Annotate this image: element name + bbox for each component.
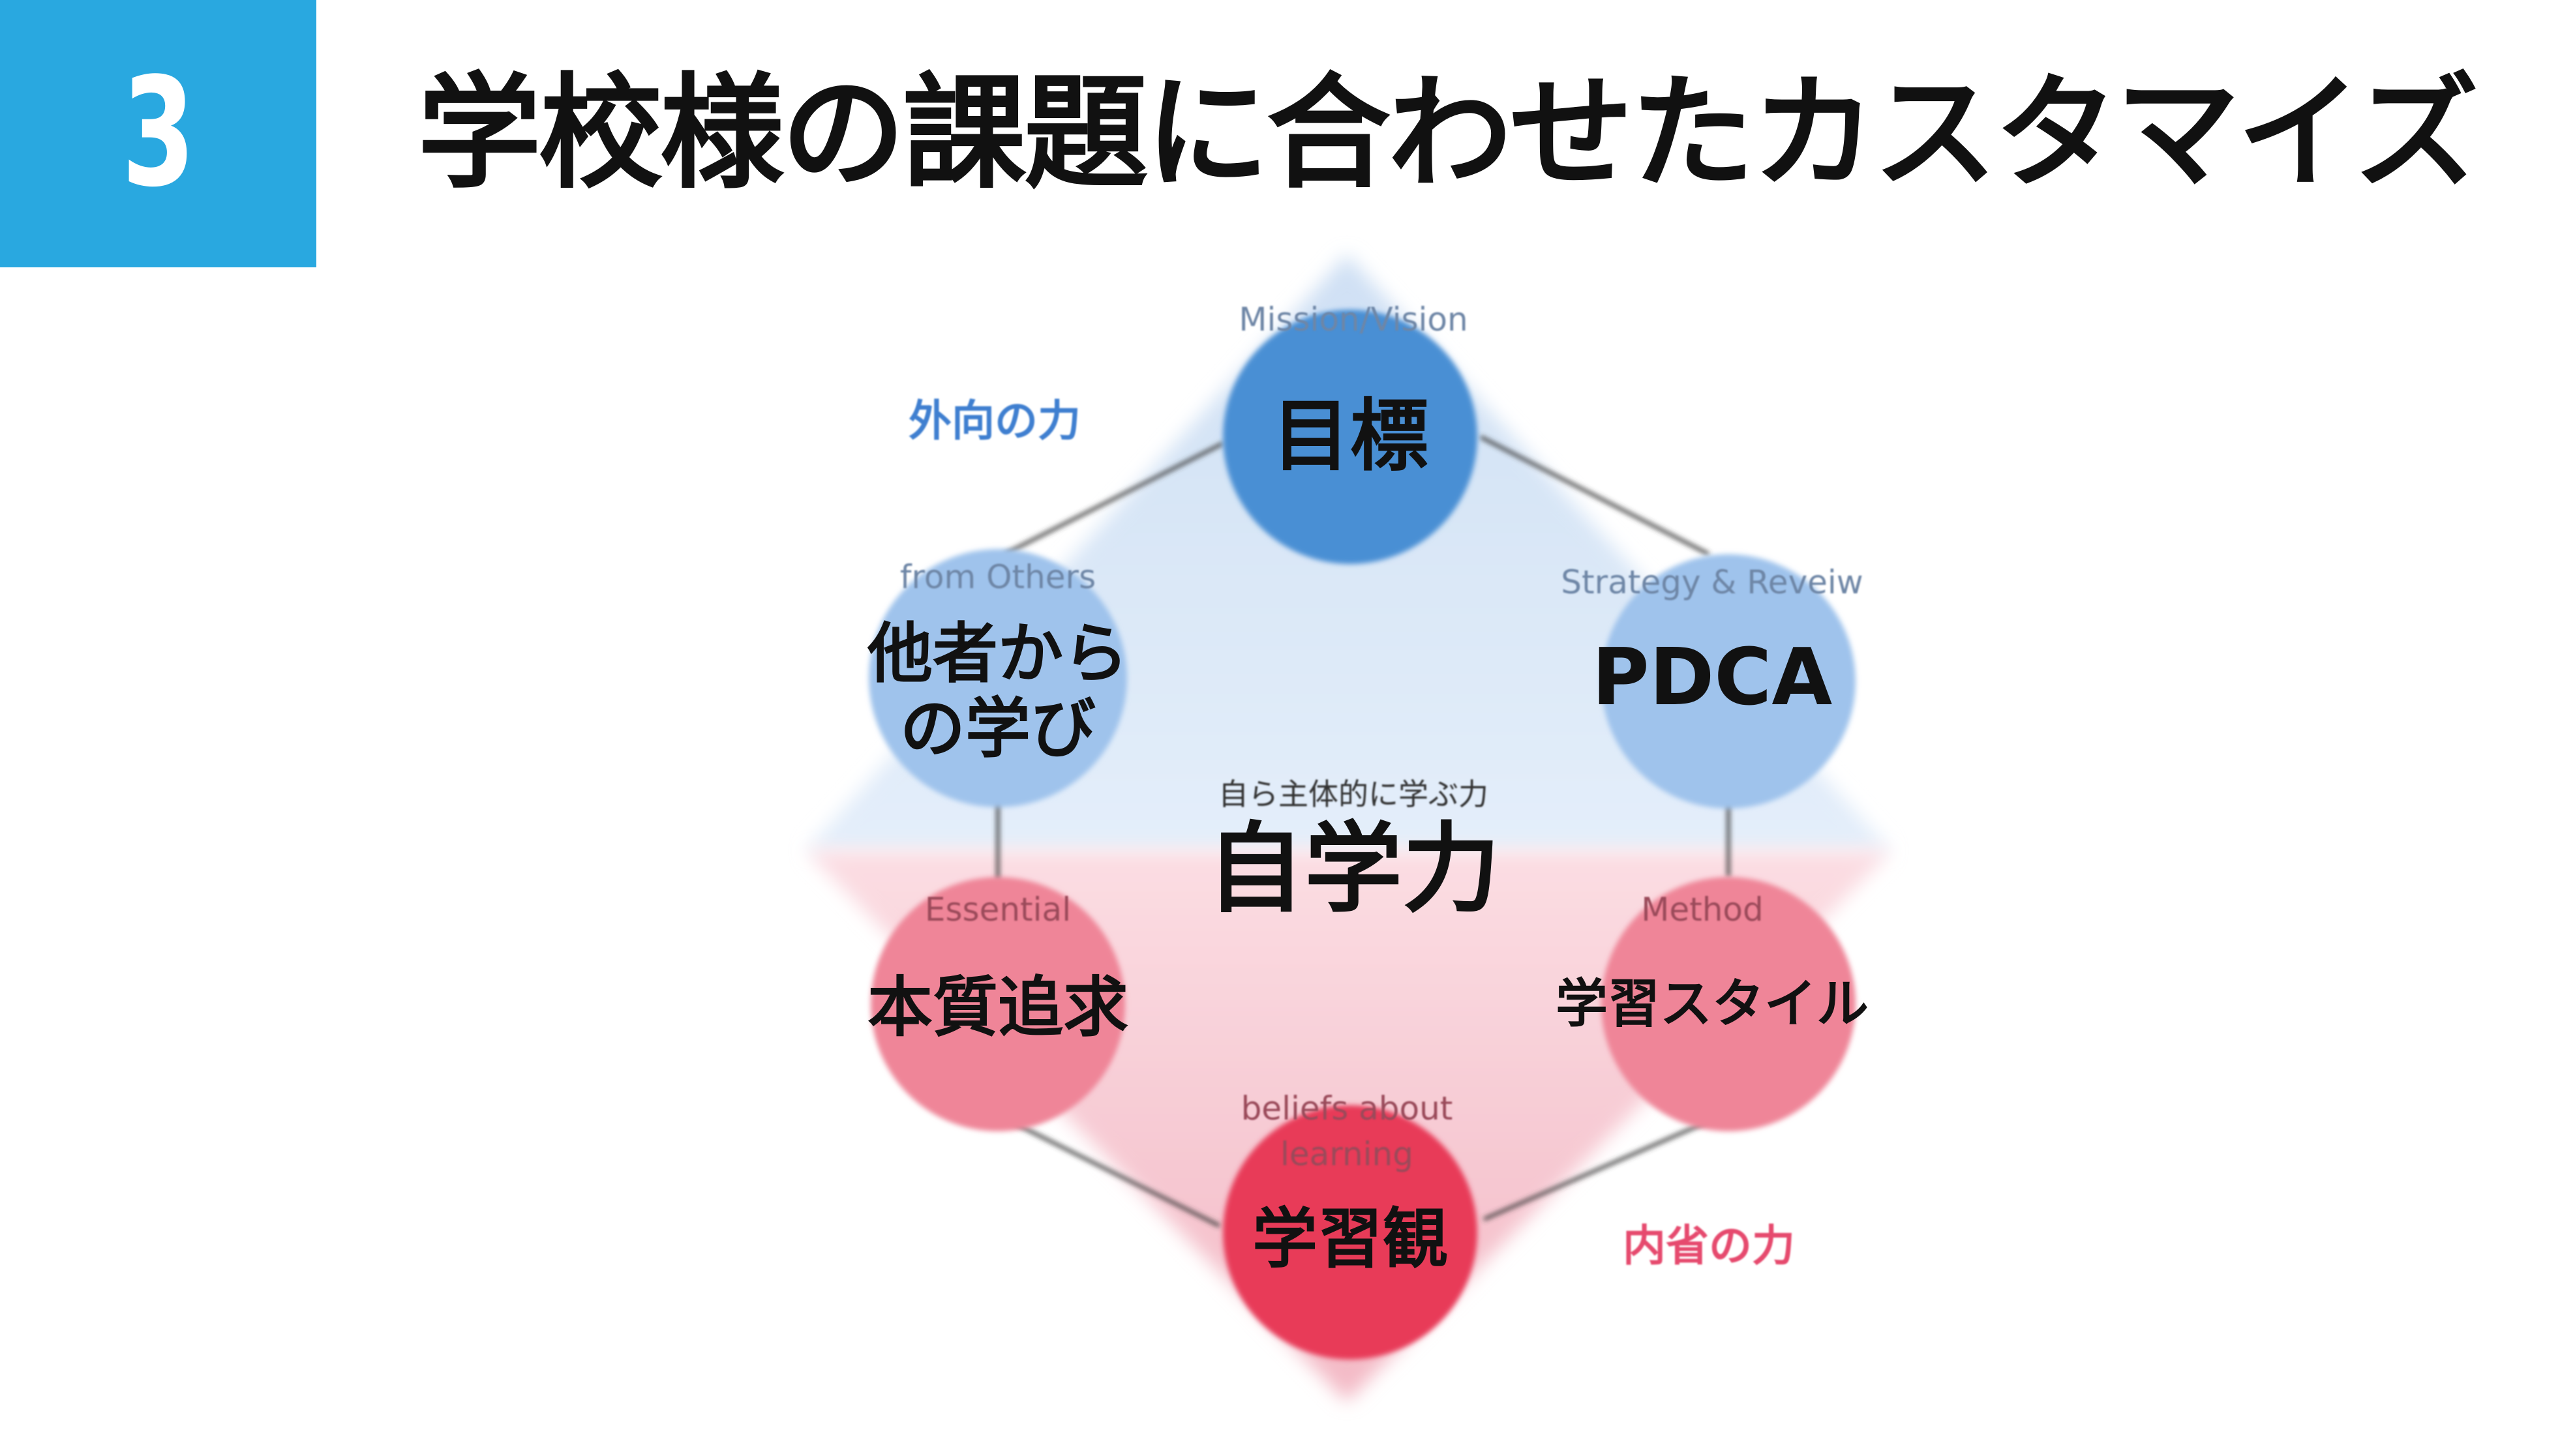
node-goal-sublabel: Mission/Vision — [1239, 301, 1468, 338]
node-view-of-learning-circle — [1223, 1105, 1477, 1359]
node-others-label: 他者からの学び — [867, 616, 1128, 767]
inward-power-label: 内省の力 — [1623, 1221, 1795, 1271]
node-view-of-learning-sublabel: beliefs about learning — [1241, 1090, 1453, 1173]
node-pdca-sublabel: Strategy & Reveiw — [1561, 563, 1863, 601]
hexagon-lines — [996, 435, 1730, 1228]
node-pdca-label: PDCA — [1591, 632, 1833, 723]
page-title: 学校様の課題に合わせたカスタマイズ — [417, 61, 2478, 205]
section-number-badge: 3 — [0, 0, 316, 267]
node-essential-circle — [871, 877, 1125, 1131]
center-label: 自学力 — [1206, 812, 1501, 927]
node-essential-label: 本質追求 — [867, 969, 1128, 1046]
node-pdca-circle — [1601, 554, 1856, 809]
node-view-of-learning-label: 学習観 — [1252, 1200, 1448, 1277]
node-goal-circle — [1223, 310, 1477, 564]
node-learning-style-sublabel: Method — [1641, 891, 1764, 929]
node-others-circle — [869, 549, 1127, 807]
section-number: 3 — [121, 46, 195, 220]
outward-power-label: 外向の力 — [909, 396, 1081, 446]
node-goal-label: 目標 — [1272, 391, 1428, 482]
node-essential-sublabel: Essential — [924, 891, 1072, 929]
node-learning-style-circle — [1601, 877, 1856, 1131]
center-subtitle: 自ら主体的に学ぶ力 — [1218, 777, 1488, 812]
node-others-sublabel: from Others — [899, 558, 1096, 596]
node-learning-style-label: 学習スタイル — [1556, 973, 1869, 1034]
